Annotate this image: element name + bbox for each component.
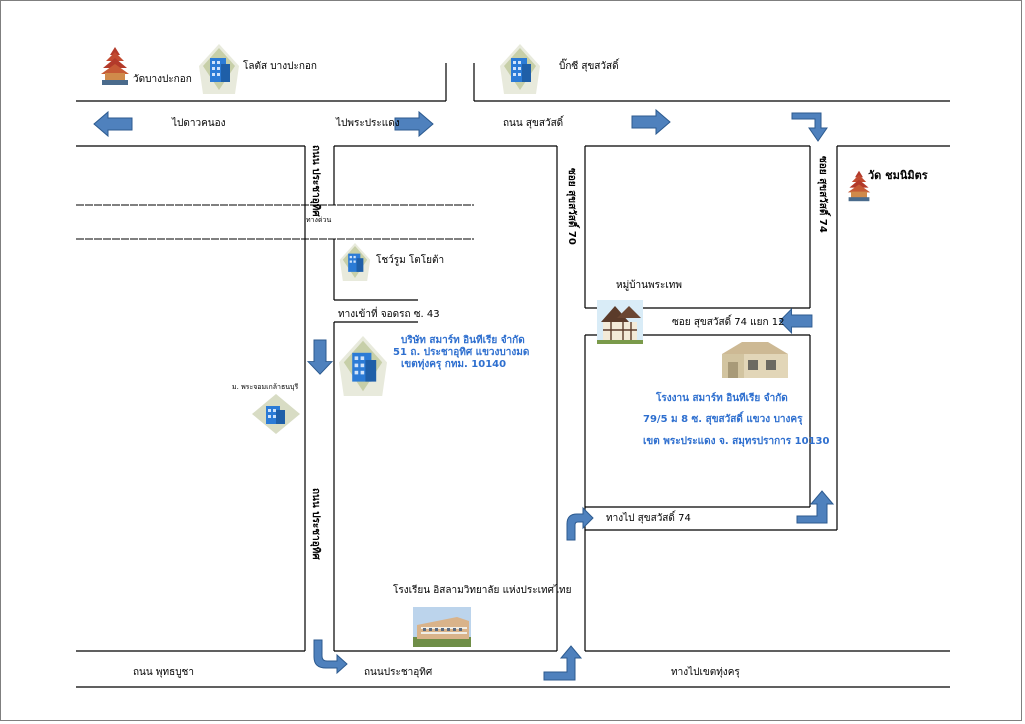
arrow-bend-right-bottom [313,639,348,675]
temple-icon [101,47,129,85]
label-soi-suksawat-70: ซอย สุขสวัสดิ์ 70 [566,168,577,245]
label-phutthabucha-road: ถนน พุทธบูชา [133,667,194,678]
office-building-icon-toyota [339,243,371,281]
expressway-lines [76,204,474,240]
label-pracha-uthit-road: ถนนประชาอุทิศ [364,667,433,678]
label-toyota-showroom: โชว์รูม โตโยต้า [376,255,445,266]
label-islamic-school: โรงเรียน อิสลามวิทยาลัย แห่งประเทศไทย [393,585,572,596]
arrow-left-soi-74-yaek-12 [779,308,813,334]
label-wat-bangpakok: วัดบางปะกอก [133,74,192,85]
label-to-phra-pradaeng: ไปพระประแดง [336,118,400,129]
label-soi-suksawat-74: ซอย สุขสวัสดิ์ 74 [817,156,828,233]
label-suksawat-road: ถนน สุขสวัสดิ์ [503,118,564,129]
factory-icon [722,342,788,378]
label-village-phrathep: หมู่บ้านพระเทพ [616,280,682,291]
arrow-right-phra-pradaeng [394,111,434,137]
label-company-address-2: เขตทุ่งครุ กทม. 10140 [401,359,507,370]
office-building-icon-bigc [500,44,540,94]
arrow-bend-up-soi-70 [566,506,594,541]
label-to-suksawat-74: ทางไป สุขสวัสดิ์ 74 [606,513,691,524]
road-lines [76,63,950,688]
label-expressway: ทางด่วน [306,216,332,224]
label-factory-address-1: 79/5 ม 8 ซ. สุขสวัสดิ์ แขวง บางครุ [643,414,803,425]
label-to-thung-khru: ทางไปเขตทุ่งครุ [671,667,740,678]
label-factory-address-2: เขต พระประแดง จ. สมุทรปราการ 10130 [643,436,830,447]
label-lotus-bangpakok: โลตัส บางปะกอก [243,61,317,72]
label-soi-74-yaek-12: ซอย สุขสวัสดิ์ 74 แยก 12 [672,317,785,328]
label-factory-name: โรงงาน สมาร์ท อินทีเรีย จำกัด [656,393,788,404]
temple-icon-wat-chomnimit [847,170,871,202]
label-pracha-uthit-vertical-bottom: ถนน ประชาอุทิศ [310,488,321,560]
label-pracha-uthit-vertical-top: ถนน ประชาอุทิศ [310,145,321,217]
label-university: ม. พระจอมเกล้าธนบุรี [232,383,299,391]
label-big-c-suksawat: บิ๊กซี สุขสวัสดิ์ [559,61,619,72]
office-building-icon-lotus [199,44,239,94]
school-photo-icon [413,607,471,647]
label-to-dao-khanong: ไปดาวคนอง [172,118,226,129]
arrow-left-dao-khanong [93,111,133,137]
arrow-down-pracha-uthit [307,339,333,375]
arrow-right-suksawat [631,109,671,135]
office-building-icon-company [339,336,387,396]
label-company-address-1: 51 ถ. ประชาอุทิศ แขวงบางมด [393,347,530,358]
label-wat-chomnimit: วัด ชมนิมิตร [868,169,928,182]
label-company-name: บริษัท สมาร์ท อินทีเรีย จำกัด [401,335,525,346]
house-icon [597,300,643,344]
office-building-icon-university [252,394,300,434]
label-entrance-jorakorn: ทางเข้าที่ จอดรถ ซ. 43 [338,309,440,320]
arrow-bend-down-soi-74 [791,112,828,142]
